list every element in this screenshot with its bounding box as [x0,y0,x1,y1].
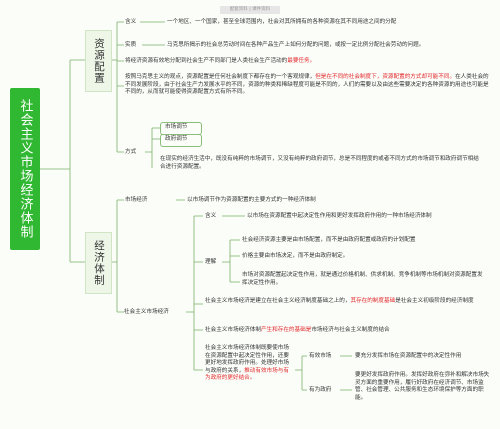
reason-text: 将经济资源有效地分配到社会生产不同部门是人类社会生产活动的最要任务。 [125,58,485,66]
root-node: 社会主义市场经济体制 [10,88,40,250]
method-market: 市场调节 [165,124,188,130]
essence-label: 实质 [125,42,137,48]
section-resource-allocation: 资源配置 [85,30,112,92]
understand-2: 价格主要由市场决定，而不是由政府制定。 [242,253,349,259]
section-economic-system: 经济体制 [85,232,112,294]
combine-highlight: 产生和存在的基础是 [260,327,312,333]
meaning-label: 含义 [125,19,137,25]
basis-highlight: 其存在的制度基础 [350,298,396,304]
principle-part2: 在人类社会的不同发展阶段，由于社会生产力发展水平的不同，资源的种类和稀缺程度可能… [125,74,489,96]
understand-label: 理解 [205,259,217,265]
method-gov-box [160,134,202,147]
reason-highlight: 最要任务。 [287,58,316,64]
market-econ-label: 市场经济 [125,197,148,203]
combine-text: 社会主义市场经济体制产生和存在的基础是市场经济与社会主义制度的结合 [205,327,490,335]
basis-text: 社会主义市场经济是建立在社会主义经济制度基础之上的，其存在的制度基础是社会主义初… [205,298,490,306]
meaning-text: 一个地区、一个国家，甚至全球范围内，社会对其所拥有的各种资源在其不同用途之间的分… [167,19,397,25]
understand-1: 社会经济资源主要是由市场配置，而不是由政府配置或政府的计划配置 [242,237,416,243]
combine-part1: 社会主义市场经济体制 [205,327,261,333]
socialist-market-label: 社会主义市场经济 [124,309,169,315]
principle-text: 按照马克思主义的观点，资源配置是任何社会制度下都存在的一个客观规律，但是在不同的… [125,74,490,97]
market-econ-text: 以市场调节作为资源配置的主要方式的一种经济体制 [187,197,316,203]
essence-text: 马克思所揭示的社会总劳动时间在各种产品生产上如何分配的问题，或按一定比例分配社会… [167,42,425,48]
basis-part1: 社会主义市场经济是建立在社会主义经济制度基础之上的， [205,298,351,304]
capable-gov-label: 有为政府 [309,387,332,393]
requirement-part1: 社会主义市场经济体制既要使市场在资源配置中起决定性作用，还要更好地发挥政府作用。… [205,345,289,374]
socialist-meaning-text: 以市场在资源配置中起决定性作用和更好发挥政府作用的一种市场经济体制 [247,213,432,219]
principle-highlight: 但是在不同的社会制度下，资源配置的方式却可能不同。 [315,74,456,80]
effective-market-text: 要充分发挥市场在资源配置中的决定性作用 [355,353,462,359]
effective-market-label: 有效市场 [309,353,332,359]
combine-part2: 市场经济与社会主义制度的结合 [311,327,390,333]
method-text: 在现实的经济生活中，既没有纯粹的市场调节，又没有纯粹的政府调节，总是不同程度的或… [160,156,479,170]
method-gov: 政府调节 [165,136,188,142]
understand-3: 市场对资源配置起决定性作用，就是通过价格机制、供求机制、竞争机制等市场机制对资源… [242,272,483,286]
requirement-highlight: 推动有效市场与有为政府的更好结合。 [205,367,289,382]
method-label: 方式 [125,149,137,155]
principle-part1: 按照马克思主义的观点，资源配置是任何社会制度下都存在的一个客观规律， [125,74,316,80]
basis-part2: 是社会主义初级阶段的经济制度 [395,298,474,304]
socialist-meaning-label: 含义 [205,213,217,219]
requirement-text: 社会主义市场经济体制既要使市场在资源配置中起决定性作用，还要更好地发挥政府作用。… [205,345,293,383]
capable-gov-text: 要更好发挥政府作用。发挥好政府在弥补和解决市场失灵方面的重要作用，履行好政府在经… [355,372,490,401]
reason-normal: 将经济资源有效地分配到社会生产不同部门是人类社会生产活动的 [125,58,288,64]
watermark: 配套资料 | 课件资料 [220,6,280,14]
